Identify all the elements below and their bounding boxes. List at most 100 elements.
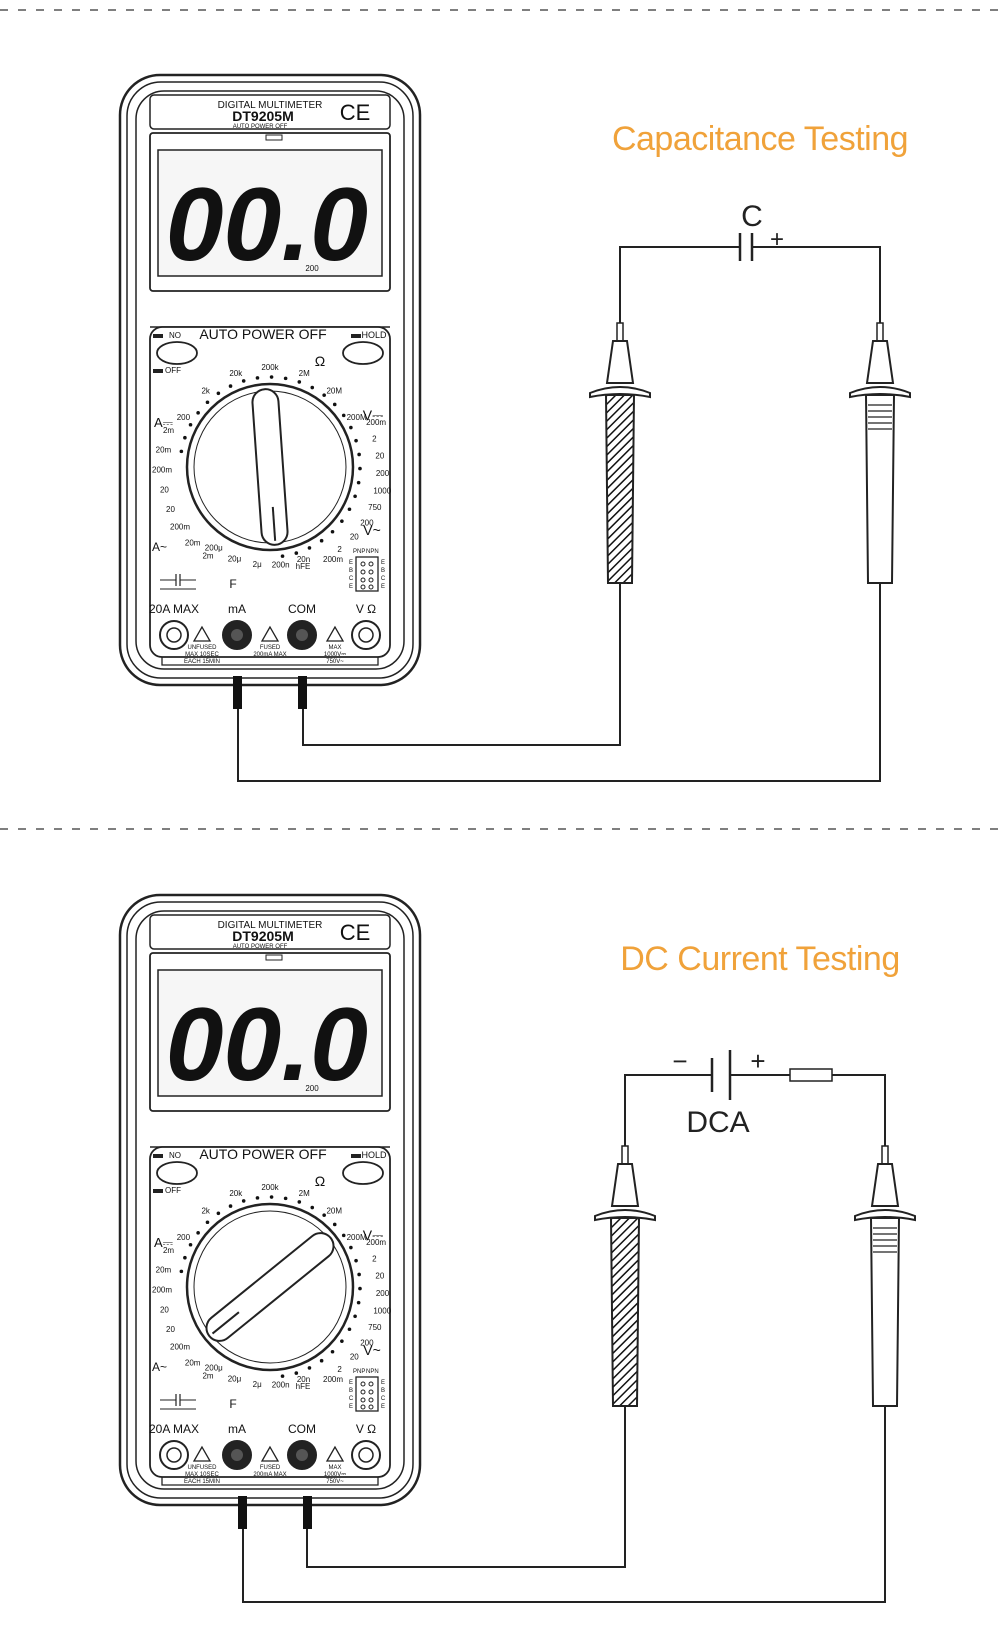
npn-label: NPN: [366, 549, 379, 555]
jack-label: V Ω: [356, 602, 376, 616]
dial-tick: [354, 438, 358, 443]
dial-range-label: 20: [375, 1272, 384, 1281]
dial-tick: [297, 1200, 302, 1204]
dial-knob[interactable]: [201, 1228, 339, 1346]
dial-range-label: 20: [160, 1306, 169, 1315]
dial-pointer-line: [211, 1311, 240, 1335]
dial-tick: [179, 1269, 184, 1274]
dial-range-label: 1000: [373, 1306, 391, 1315]
dial-range-label: 2m: [202, 1371, 213, 1380]
dial-range-label: 2m: [163, 1246, 174, 1255]
aac-symbol: A~: [152, 540, 167, 554]
meter-model: DT9205M: [232, 108, 293, 124]
capacitor-label: C: [741, 200, 763, 233]
dial-range-label: 200M: [347, 413, 367, 422]
jack-label: V Ω: [356, 1422, 376, 1436]
dial-tick: [241, 379, 246, 383]
dial-tick: [179, 449, 184, 454]
dial-tick: [269, 375, 274, 379]
socket-pin-label: B: [381, 568, 385, 574]
dial-tick: [283, 376, 288, 381]
socket-pin-label: E: [381, 584, 385, 590]
socket-pin-label: B: [381, 1388, 385, 1394]
dial-range-label: 20μ: [228, 1374, 242, 1383]
warning-text: MAX 10SEC: [185, 1472, 219, 1478]
ce-mark: CE: [340, 100, 371, 125]
dial-knob[interactable]: [251, 388, 289, 546]
dial-range-label: 200μ: [205, 543, 223, 552]
dial-tick: [353, 1314, 357, 1319]
dial-range-label: 2k: [201, 386, 210, 395]
dial-range-label: 200m: [152, 1286, 172, 1295]
dial-tick: [241, 1199, 246, 1203]
dial-tick: [341, 413, 346, 418]
dial-tick: [205, 400, 210, 405]
dial-range-label: 2M: [299, 1189, 310, 1198]
dial-tick: [294, 1371, 299, 1375]
warning-text: 750V~: [326, 1479, 344, 1485]
probe-black[interactable]: [849, 304, 911, 598]
dial-range-label: 2μ: [253, 1380, 262, 1389]
probe-red[interactable]: [594, 1127, 656, 1421]
dial-tick: [332, 1222, 337, 1227]
button-off-label: OFF: [165, 366, 181, 375]
adc-symbol: A⎓: [154, 415, 173, 430]
dial-tick: [347, 507, 352, 512]
dial-tick: [322, 393, 326, 397]
socket-pin-label: E: [381, 560, 385, 566]
meter-header: DIGITAL MULTIMETER: [218, 920, 323, 931]
dial-range-label: 2: [337, 1365, 342, 1374]
ohm-symbol: Ω: [315, 1173, 325, 1189]
warning-text: MAX: [328, 1465, 341, 1471]
vdc-symbol: V⎓: [363, 1227, 384, 1243]
socket-pin-label: E: [349, 560, 353, 566]
socket-pin-label: B: [349, 568, 353, 574]
dial-range-label: 200m: [170, 523, 190, 532]
dial-range-label: 750: [368, 1323, 382, 1332]
dial-tick: [280, 554, 285, 558]
socket-pin-label: E: [349, 1404, 353, 1410]
test-leads: [238, 1420, 886, 1603]
test-leads: [233, 597, 881, 782]
dial-tick: [347, 1327, 352, 1332]
dial-tick: [330, 1349, 335, 1354]
dial-tick: [340, 1339, 344, 1343]
dial-tick: [358, 466, 362, 471]
socket-pin-label: C: [381, 576, 386, 582]
warning-text: FUSED: [260, 1465, 281, 1471]
dial-range-label: 200k: [261, 363, 279, 372]
dial-pointer-line: [271, 506, 277, 541]
probe-black[interactable]: [854, 1127, 916, 1421]
dial-tick: [188, 1242, 193, 1247]
dial-range-label: 2m: [202, 551, 213, 560]
socket-pin-label: C: [349, 576, 354, 582]
resistor: [789, 1068, 833, 1082]
dial-tick: [294, 551, 299, 555]
pnp-label: PNP: [353, 549, 365, 555]
dial-pointer[interactable]: [251, 388, 289, 546]
dial-tick: [269, 1195, 274, 1199]
vdc-symbol: V⎓: [363, 407, 384, 423]
panel-title: DC Current Testing: [620, 940, 900, 978]
warning-text: 200mA MAX: [253, 652, 286, 658]
socket-pin-label: E: [349, 584, 353, 590]
lcd-range: 200: [305, 1084, 319, 1093]
dial-tick: [319, 1358, 324, 1363]
dial-tick: [354, 1258, 358, 1263]
dial-range-label: 200m: [170, 1343, 190, 1352]
probe-red[interactable]: [589, 304, 651, 598]
dial-range-label: 20n: [297, 555, 310, 564]
dial-range-label: 2M: [299, 369, 310, 378]
dial-range-label: 200: [360, 1339, 374, 1348]
dial-tick: [307, 546, 312, 550]
auto-power-off-label: AUTO POWER OFF: [199, 326, 326, 342]
dial-range-label: 20M: [326, 386, 342, 395]
dial-tick: [357, 452, 361, 457]
meter-sub: AUTO POWER OFF: [233, 124, 288, 130]
warning-text: 200mA MAX: [253, 1472, 286, 1478]
